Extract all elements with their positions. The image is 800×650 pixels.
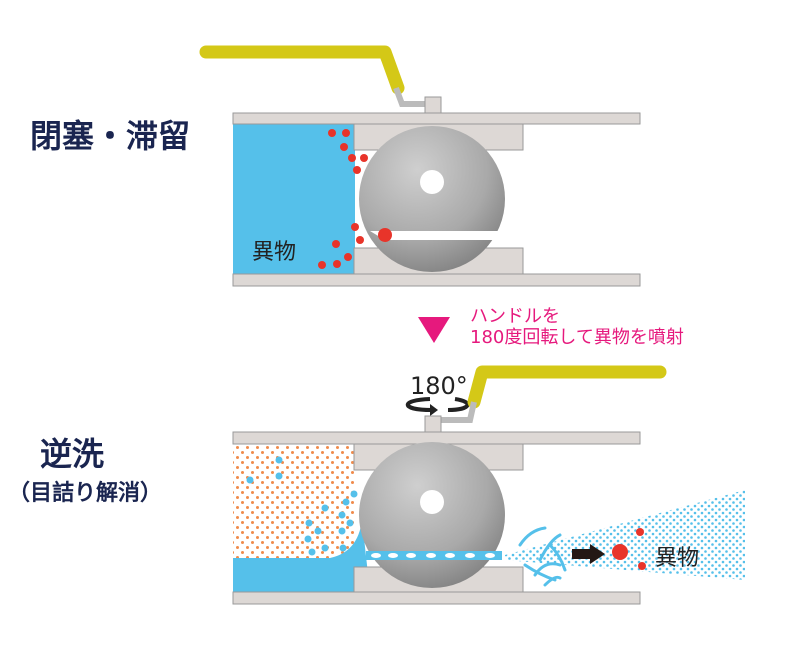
ball — [359, 126, 505, 272]
water-fill — [233, 124, 355, 274]
instruction-line1: ハンドルを — [470, 306, 560, 327]
bore-flow-marks — [371, 553, 495, 558]
spray-jet — [505, 490, 745, 580]
water-fill-bottom — [233, 520, 370, 592]
down-arrow-icon — [418, 317, 450, 343]
bottom-valve: 180° 異 — [232, 365, 745, 605]
rotate-arrowhead-icon — [430, 404, 438, 416]
title-backwash: 逆洗 — [40, 435, 104, 473]
ball-stem-hole-bottom — [420, 490, 444, 514]
clogged-area — [233, 444, 355, 558]
debris-label-bottom: 異物 — [655, 546, 699, 571]
turbulence-arrows-icon — [518, 526, 567, 587]
handle-bottom — [467, 365, 667, 409]
arrow-right-icon — [572, 544, 605, 564]
subtitle-unclog: （目詰り解消） — [8, 480, 162, 506]
title-blockage: 閉塞・滞留 — [30, 117, 190, 155]
debris-particles — [318, 129, 392, 269]
instruction-line2: 180度回転して異物を噴射 — [470, 327, 684, 348]
handle-link-bottom — [440, 401, 477, 423]
handle-link — [393, 86, 428, 107]
ball-stem-hole — [420, 170, 444, 194]
stem-bottom — [424, 415, 442, 433]
ball-bottom — [359, 442, 505, 588]
ball-bore-slit — [370, 231, 505, 240]
rotate-arrow-icon — [405, 397, 470, 412]
ejected-debris — [612, 528, 646, 570]
stem — [424, 96, 442, 114]
water-droplets — [246, 456, 358, 556]
rotation-label: 180° — [410, 372, 468, 400]
body-bottom-plate — [232, 273, 641, 287]
body-bottom-plate-bottom — [232, 591, 641, 605]
debris-label-top: 異物 — [252, 240, 296, 265]
body-top-plate — [232, 112, 641, 125]
top-valve: 異物 — [199, 45, 641, 287]
handle-top — [199, 45, 405, 95]
